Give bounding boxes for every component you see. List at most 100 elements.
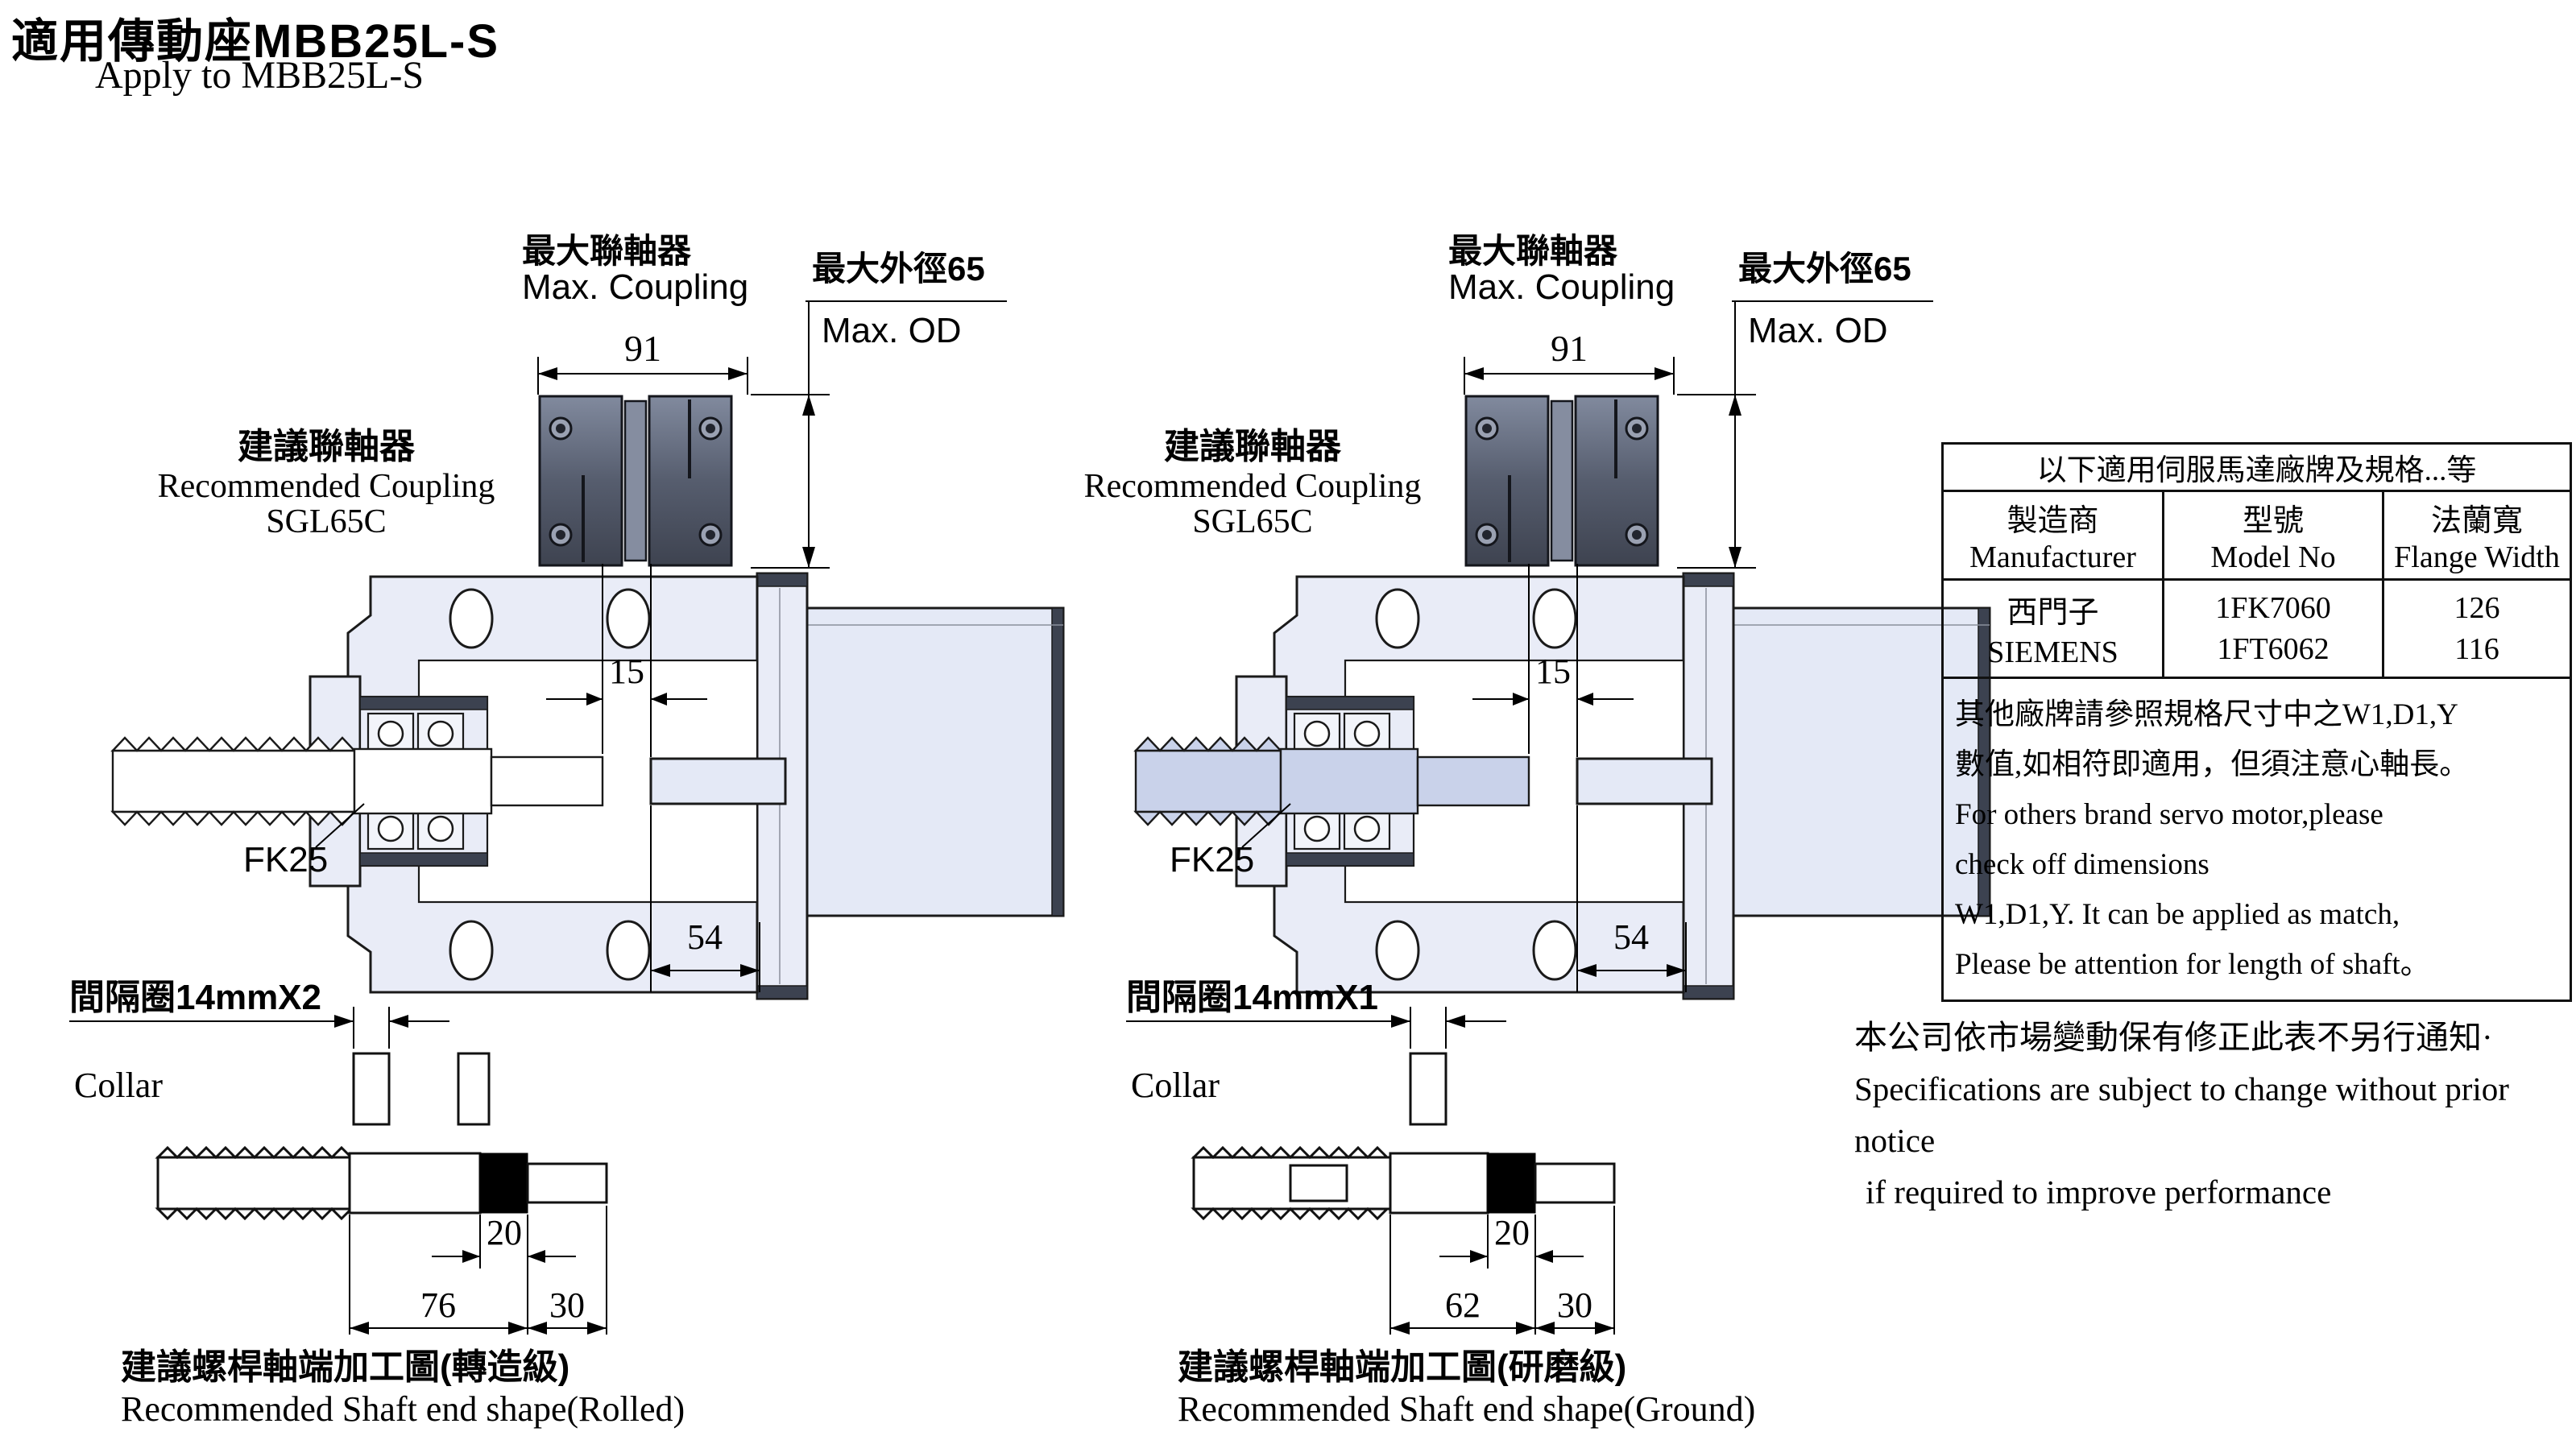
coupling-width-dimension: 91 <box>537 328 748 395</box>
max-od-dimension <box>1677 300 1933 569</box>
max-coupling-zh: 最大聯軸器 <box>522 232 692 270</box>
screw-shaft-end <box>155 1145 608 1221</box>
motor-flange-plate <box>756 572 809 1000</box>
max-od-dimension <box>751 300 1007 569</box>
bearing-callout: FK25 <box>1170 803 1291 879</box>
svg-text:54: 54 <box>687 917 723 957</box>
header-flange-width-zh: 法蘭寬 <box>2430 504 2523 538</box>
keyway <box>1289 1164 1348 1202</box>
header-model-zh: 型號 <box>2242 504 2304 538</box>
max-coupling-zh: 最大聯軸器 <box>1448 232 1618 270</box>
flange-width-2: 116 <box>2454 632 2499 667</box>
recommended-coupling-zh: 建議聯軸器 <box>1164 427 1341 466</box>
assembly-drawing: 15 54 FK25 <box>110 564 1065 1000</box>
housing <box>346 575 759 994</box>
disclaimer: 本公司依市場變動保有修正此表不另行通知· Specifications are … <box>1854 1012 2576 1218</box>
note-line: Please be attention for length of shaft。 <box>1955 948 2430 981</box>
caption-en: Recommended Shaft end shape(Rolled) <box>121 1389 685 1429</box>
cell-flange-width: 126 116 <box>2384 581 2570 677</box>
svg-text:FK25: FK25 <box>243 840 328 879</box>
dim-body: 76 <box>349 1215 528 1335</box>
max-od-zh: 最大外徑65 <box>1738 250 1911 288</box>
recommended-coupling-model: SGL65C <box>266 503 387 540</box>
bolt-hole <box>606 588 651 649</box>
assembly-drawing: 15 54 FK25 <box>1133 564 1991 1000</box>
disclaimer-en2: if required to improve performance <box>1866 1173 2332 1211</box>
svg-text:30: 30 <box>1557 1285 1592 1325</box>
svg-text:15: 15 <box>609 652 644 691</box>
collar-dimension <box>69 1007 491 1126</box>
header-manufacturer-zh: 製造商 <box>2007 504 2099 538</box>
bolt-hole <box>1532 920 1577 981</box>
bearing-block <box>1235 675 1415 888</box>
caption-zh: 建議螺桿軸端加工圖(轉造級) <box>121 1347 570 1387</box>
max-coupling-en: Max. Coupling <box>1448 267 1675 308</box>
svg-text:91: 91 <box>1551 328 1588 369</box>
model-1: 1FK7060 <box>2215 590 2331 625</box>
header-manufacturer: 製造商 Manufacturer <box>1944 492 2164 578</box>
page-subtitle: Apply to MBB25L-S <box>95 54 425 97</box>
svg-text:FK25: FK25 <box>1170 840 1254 879</box>
figure-right-bottom: 間隔圈14mmX1 Collar 20 <box>1057 966 1830 1432</box>
max-coupling-label: 最大聯軸器 Max. Coupling <box>1448 232 1675 308</box>
collar-label-en: Collar <box>74 1066 163 1105</box>
bolt-hole <box>449 588 494 649</box>
figure-left-bottom: 間隔圈14mmX2 Collar 20 <box>0 966 773 1432</box>
table-header-row: 製造商 Manufacturer 型號 Model No 法蘭寬 Flange … <box>1944 492 2570 581</box>
collar-part <box>352 1052 391 1126</box>
header-flange-width-en: Flange Width <box>2394 540 2560 574</box>
recommended-coupling-en: Recommended Coupling <box>1083 468 1422 505</box>
svg-text:20: 20 <box>1494 1213 1530 1252</box>
dim-flange-depth: 54 <box>650 805 760 992</box>
coupling-graphic <box>1464 395 1659 567</box>
motor-flange-plate <box>1682 572 1735 1000</box>
table-notes: 其他廠牌請參照規格尺寸中之W1,D1,Y 數值,如相符即適用，但須注意心軸長。 … <box>1944 679 2570 995</box>
bolt-hole <box>1532 588 1577 649</box>
dim-ring: 20 <box>432 1213 576 1335</box>
table-title: 以下適用伺服馬達廠牌及規格...等 <box>1944 445 2570 492</box>
dim-gap: 15 <box>1472 564 1634 757</box>
cell-model: 1FK7060 1FT6062 <box>2164 581 2384 677</box>
recommended-coupling-label: 建議聯軸器 Recommended Coupling SGL65C <box>1079 427 1426 540</box>
dim-body: 62 <box>1389 1215 1535 1335</box>
note-line: 數值,如相符即適用，但須注意心軸長。 <box>1955 748 2470 781</box>
dim-ring: 20 <box>1439 1213 1584 1335</box>
header-flange-width: 法蘭寬 Flange Width <box>2384 492 2570 578</box>
motor-shaft <box>1576 757 1713 805</box>
flange-width-1: 126 <box>2454 590 2500 625</box>
housing <box>1273 575 1685 994</box>
recommended-coupling-en: Recommended Coupling <box>157 468 495 505</box>
header-manufacturer-en: Manufacturer <box>1969 540 2136 574</box>
caption-en: Recommended Shaft end shape(Ground) <box>1178 1389 1756 1429</box>
cell-manufacturer: 西門子 SIEMENS <box>1944 581 2164 677</box>
svg-text:30: 30 <box>549 1285 585 1325</box>
svg-text:15: 15 <box>1535 652 1571 691</box>
bolt-hole <box>1375 920 1420 981</box>
disclaimer-zh: 本公司依市場變動保有修正此表不另行通知· <box>1854 1019 2493 1056</box>
recommended-coupling-label: 建議聯軸器 Recommended Coupling SGL65C <box>153 427 499 540</box>
shaft-end-drawing: 20 76 30 <box>155 1145 608 1335</box>
screw-shaft-end <box>1191 1145 1616 1221</box>
dim-flange-depth: 54 <box>1576 805 1687 992</box>
recommended-coupling-zh: 建議聯軸器 <box>238 427 415 466</box>
max-od-en: Max. OD <box>1748 311 1888 350</box>
manufacturer-en: SIEMENS <box>1987 635 2118 669</box>
table-data-row: 西門子 SIEMENS 1FK7060 1FT6062 126 116 <box>1944 581 2570 679</box>
bolt-hole <box>606 920 651 981</box>
disclaimer-en1: Specifications are subject to change wit… <box>1854 1070 2509 1159</box>
dim-end: 30 <box>1535 1206 1615 1335</box>
header-model: 型號 Model No <box>2164 492 2384 578</box>
dim-gap: 15 <box>546 564 707 757</box>
bearing-callout: FK25 <box>243 803 365 879</box>
svg-text:76: 76 <box>420 1285 456 1325</box>
svg-text:91: 91 <box>624 328 661 369</box>
collar-dimension <box>1126 1007 1506 1126</box>
collar-part <box>1409 1052 1447 1126</box>
note-line: check off dimensions <box>1955 848 2209 881</box>
ballscrew-shaft <box>110 736 604 826</box>
header-model-en: Model No <box>2210 540 2336 574</box>
caption-zh: 建議螺桿軸端加工圖(研磨級) <box>1178 1347 1627 1387</box>
motor-body <box>786 606 1065 917</box>
coupling-width-dimension: 91 <box>1464 328 1675 395</box>
